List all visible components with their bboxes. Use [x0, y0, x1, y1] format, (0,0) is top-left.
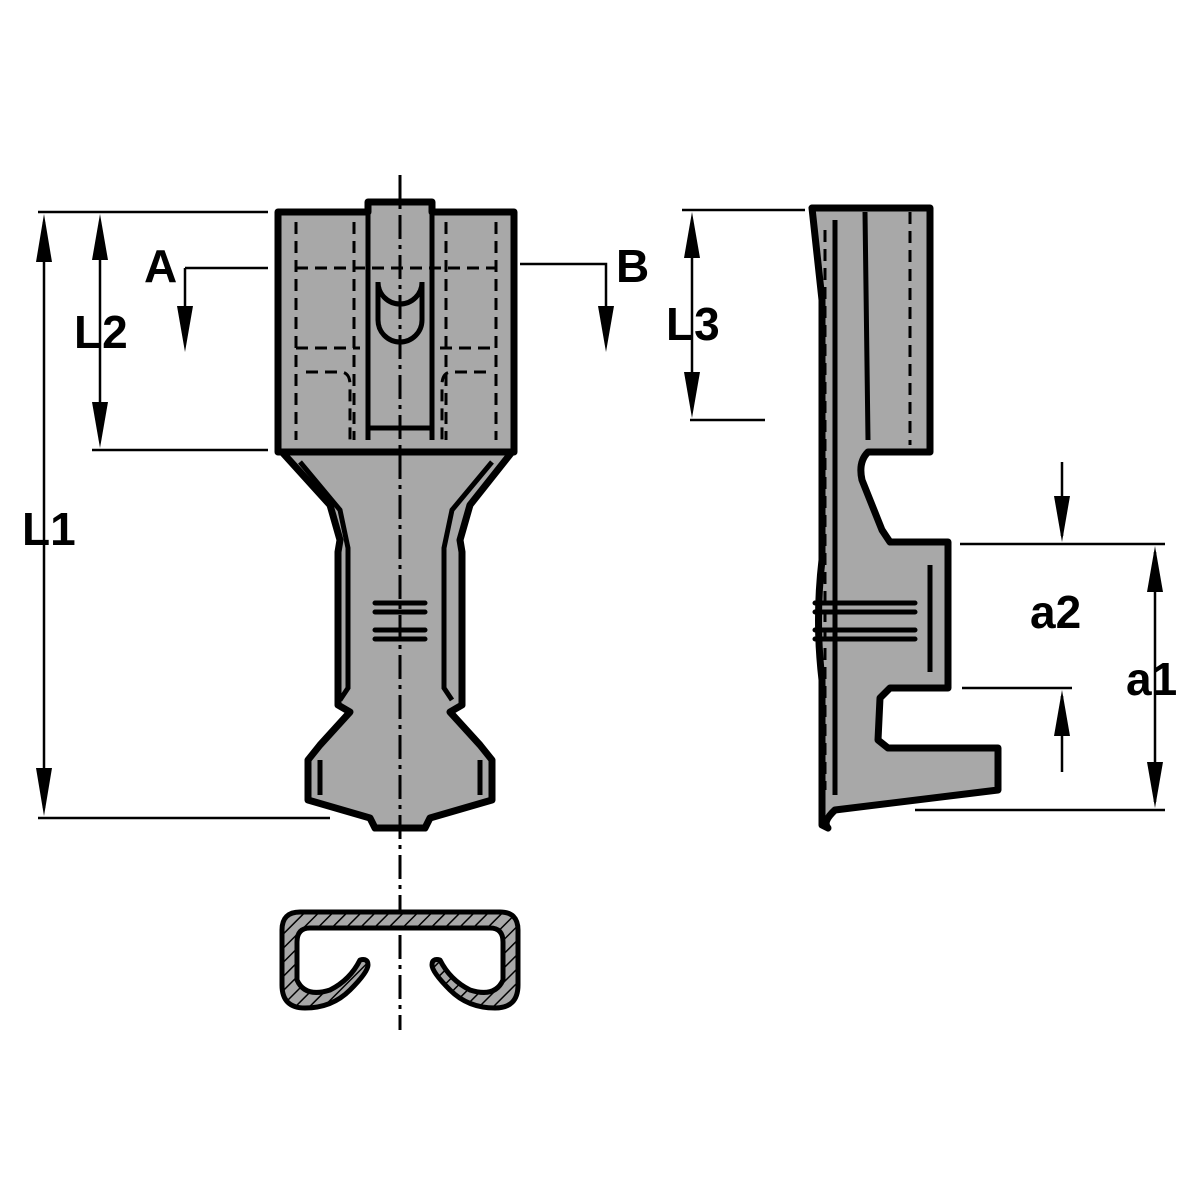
- front-receptacle-body: [274, 198, 518, 456]
- side-grooves: [812, 600, 918, 642]
- side-inner-lines: [832, 211, 933, 795]
- front-detent-hole: [375, 281, 425, 345]
- front-view: [274, 175, 518, 1030]
- label-l2: L2: [74, 306, 128, 358]
- side-view: [808, 204, 1002, 832]
- cross-section: [279, 909, 521, 1011]
- front-hidden-lines: [294, 222, 498, 440]
- section-profile: [279, 909, 521, 1011]
- side-hidden-lines: [823, 212, 912, 790]
- side-body: [808, 204, 1002, 832]
- label-b: B: [616, 240, 649, 292]
- label-l1: L1: [22, 503, 76, 555]
- front-barrel-edges: [298, 460, 494, 795]
- label-a: A: [144, 240, 177, 292]
- label-l3: L3: [666, 298, 720, 350]
- label-a1: a1: [1126, 653, 1177, 705]
- label-a2: a2: [1030, 586, 1081, 638]
- front-grooves: [372, 600, 428, 642]
- dimension-lines: [36, 208, 1165, 820]
